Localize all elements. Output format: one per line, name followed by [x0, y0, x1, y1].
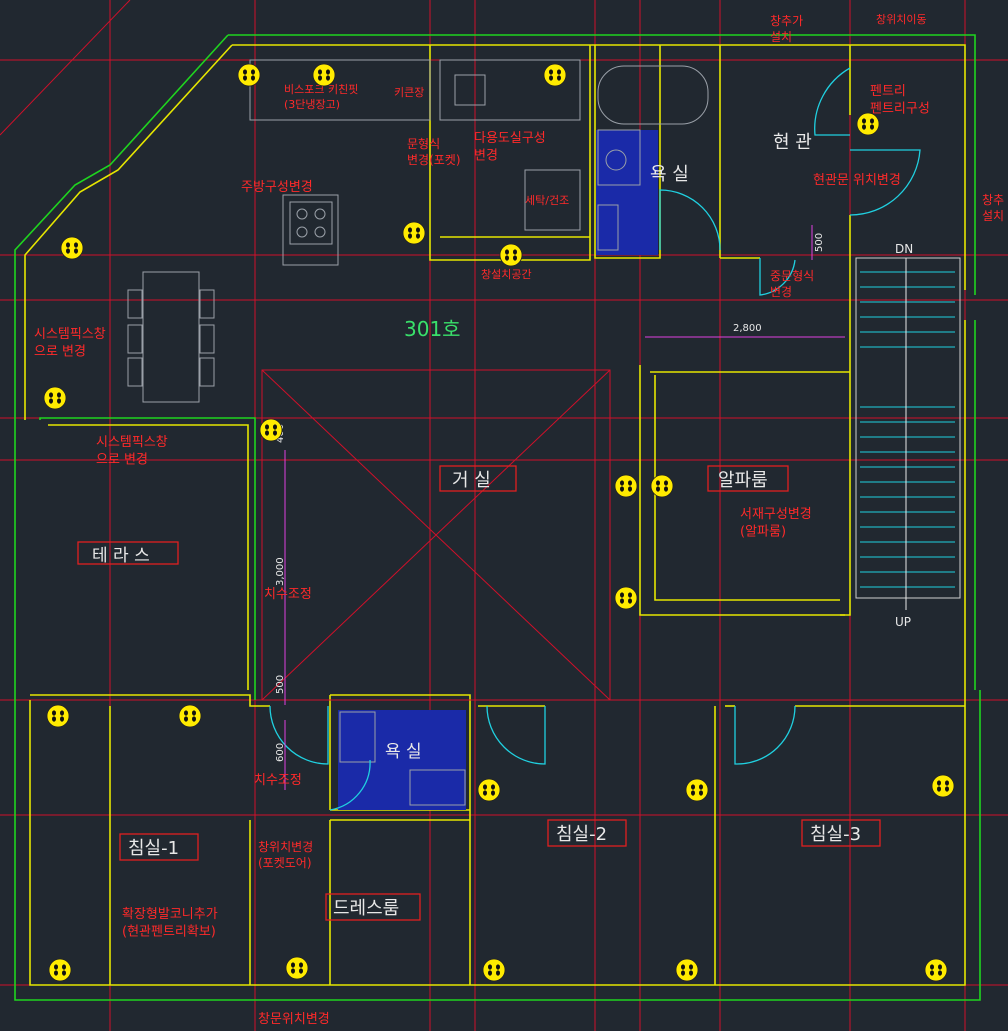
smiley-icon: [650, 474, 674, 498]
dimension-lines: [284, 225, 845, 790]
smiley-icon: [614, 474, 638, 498]
living-room-void: [261, 369, 611, 701]
stairs-down: DN: [895, 242, 913, 256]
note-balcony-ext: 확장형발코니추가(현관펜트리확보): [122, 907, 218, 940]
staircase: [855, 257, 961, 610]
smiley-icon: [312, 63, 336, 87]
smiley-icon: [178, 704, 202, 728]
room-bedroom1: 침실-1: [128, 838, 179, 859]
stair-outline: [855, 257, 961, 599]
room-terrace: 테 라 스: [92, 546, 150, 566]
smiley-icon: [237, 63, 261, 87]
smiley-icon: [48, 958, 72, 982]
smiley-icon: [43, 386, 67, 410]
dim-500-a: 500: [814, 233, 825, 252]
room-alpha: 알파룸: [718, 470, 768, 491]
door-swings: [269, 67, 921, 811]
smiley-icon: [685, 778, 709, 802]
bathroom-top-tiles: [596, 130, 658, 255]
smiley-icon: [477, 778, 501, 802]
note-kitchen-change: 주방구성변경: [241, 180, 313, 195]
exterior-walls: [14, 34, 981, 1001]
note-size-adjust-1: 치수조정: [264, 587, 312, 602]
smiley-icon: [856, 112, 880, 136]
smiley-icon: [60, 236, 84, 260]
smiley-icon: [543, 63, 567, 87]
dimension-labels: 2,800 500 3,000 500 600 400: [275, 233, 825, 762]
room-dressroom: 드레스룸: [333, 898, 399, 919]
room-bath-mid: 욕 실: [385, 742, 422, 762]
note-laundry: 세탁/건조: [525, 194, 569, 207]
dim-600: 600: [275, 743, 286, 762]
smiley-icon: [46, 704, 70, 728]
smiley-icon: [482, 958, 506, 982]
stairs-up: UP: [895, 615, 911, 629]
note-window-pocket: 창위치변경(포켓도어): [258, 840, 313, 870]
bathroom-fixtures: [339, 65, 709, 806]
smiley-icon: [402, 221, 426, 245]
note-size-adjust-2: 치수조정: [254, 773, 302, 788]
smiley-markers: [43, 63, 955, 982]
note-window-move-top: 창위치이동: [876, 13, 927, 26]
smiley-icon: [285, 956, 309, 980]
smiley-icon: [614, 586, 638, 610]
room-entrance: 현 관: [773, 132, 812, 153]
dim-width-top: 2,800: [733, 323, 762, 334]
smiley-icon: [931, 774, 955, 798]
note-bistro: 비스포크 키친핏(3단냉장고): [284, 83, 358, 111]
note-window-move-bottom: 창문위치변경: [258, 1012, 330, 1027]
room-labels: 301호 거 실 테 라 스 알파룸 욕 실 욕 실 현 관 침실-1 침실-2…: [77, 132, 913, 921]
smiley-icon: [259, 418, 283, 442]
room-living: 거 실: [452, 470, 491, 491]
smiley-icon: [924, 958, 948, 982]
dim-500-b: 500: [275, 675, 286, 694]
room-bedroom2: 침실-2: [556, 824, 607, 845]
note-key-storage: 키큰장: [394, 86, 424, 99]
interior-walls: [30, 45, 965, 985]
smiley-icon: [499, 243, 523, 267]
room-bedroom3: 침실-3: [810, 824, 861, 845]
smiley-icon: [675, 958, 699, 982]
note-window-space: 창설치공간: [481, 268, 532, 281]
note-entrance-move: 현관문 위치변경: [813, 173, 901, 188]
dim-3000: 3,000: [275, 557, 286, 586]
kitchen-furniture: [127, 59, 581, 403]
room-bath-top: 욕 실: [650, 164, 689, 185]
unit-label: 301호: [404, 317, 461, 341]
note-bookshelf: 서재구성변경(알파룸): [740, 507, 812, 540]
